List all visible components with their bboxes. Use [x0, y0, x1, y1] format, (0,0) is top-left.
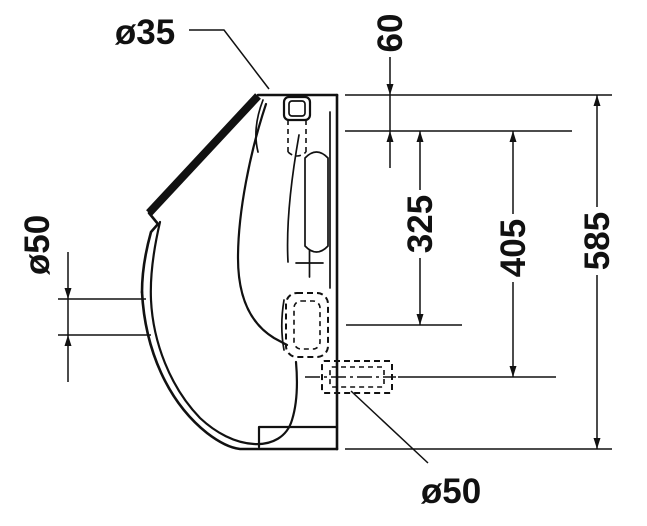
- dimension-lines: [67, 57, 598, 449]
- rim-channel-curve: [255, 99, 264, 153]
- arrow-o50-left-top: [64, 288, 72, 299]
- rim-section-band: [146, 93, 261, 216]
- dim-label-inlet-to-outlet: 325: [401, 195, 440, 253]
- dim-label-outlet-diameter-bottom: ø50: [421, 472, 481, 511]
- dim-label-outlet-diameter-side: ø50: [18, 215, 57, 275]
- inlet-spigot: [282, 95, 312, 157]
- outlet-hidden-lines: [280, 292, 396, 394]
- arrow-585-bottom: [593, 438, 601, 449]
- front-rim-lip: [140, 211, 160, 294]
- fixing-cross-marker: [295, 249, 324, 278]
- leader-lines: [189, 29, 429, 464]
- splash-wall-curve: [236, 102, 289, 347]
- arrow-405-bottom: [509, 366, 517, 377]
- leader-inlet-diameter: [189, 29, 270, 90]
- arrow-60-bottom: [386, 131, 394, 142]
- outlet-connector-inner: [293, 300, 321, 350]
- inner-back-curve: [286, 134, 300, 263]
- inlet-spigot-body: [282, 95, 312, 122]
- dimension-labels: ø35 60 325 405 585 ø50 ø50: [18, 13, 617, 511]
- bowl-inner-outline: [149, 220, 299, 446]
- arrow-585-top: [593, 95, 601, 106]
- dim-label-total-height: 585: [578, 212, 617, 270]
- fixture-outline: [140, 93, 339, 451]
- arrow-60-top: [386, 84, 394, 95]
- fixing-cross-lines: [295, 249, 324, 278]
- extension-lines: [58, 94, 612, 450]
- bottom-block-line: [257, 425, 339, 449]
- arrow-325-bottom: [416, 314, 424, 325]
- sump-wall-line: [280, 299, 285, 351]
- arrow-325-top: [416, 131, 424, 142]
- dim-label-inlet-diameter: ø35: [115, 13, 175, 52]
- dim-label-top-offset: 60: [371, 14, 410, 53]
- inlet-spigot-inner: [288, 100, 306, 117]
- dim-label-inlet-to-pipe: 405: [494, 219, 533, 277]
- arrow-o50-left-bottom: [64, 335, 72, 346]
- inlet-channel-hidden: [287, 120, 307, 157]
- leader-outlet-diameter: [350, 390, 429, 464]
- bowl-outline: [140, 290, 339, 451]
- arrow-405-top: [509, 131, 517, 142]
- mounting-slot: [304, 151, 329, 253]
- outlet-connector-outer: [285, 292, 329, 358]
- dimension-arrows: [64, 84, 601, 449]
